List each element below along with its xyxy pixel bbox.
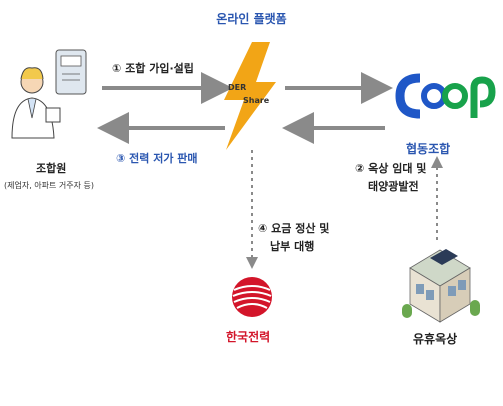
step-1-label: ① 조합 가입·설립 (112, 62, 194, 75)
kepco-name: 한국전력 (226, 330, 271, 344)
member-subtitle: (제업자, 아파트 거주자 등) (4, 181, 95, 190)
step-2-label-line1: ② 옥상 임대 및 (355, 162, 427, 175)
member-name: 조합원 (36, 162, 67, 175)
coop-logo (395, 73, 496, 119)
kepco-logo (232, 277, 272, 317)
member-person-icon (11, 49, 87, 139)
diagram-title: 온라인 플랫폼 (216, 12, 287, 26)
step-3-label: ③ 전력 저가 판매 (116, 152, 198, 165)
coop-name: 협동조합 (406, 142, 451, 156)
rooftop-building-icon (402, 249, 480, 323)
step-4-label-line2: 납부 대행 (270, 240, 315, 253)
rooftop-name: 유휴옥상 (413, 332, 458, 346)
lightning-bolt-icon (224, 42, 276, 150)
center-logo-line1: DER (228, 83, 247, 92)
step-2-label-line2: 태양광발전 (368, 180, 419, 193)
step-4-label-line1: ④ 요금 정산 및 (258, 222, 330, 235)
center-logo-line2: Share (243, 96, 270, 105)
